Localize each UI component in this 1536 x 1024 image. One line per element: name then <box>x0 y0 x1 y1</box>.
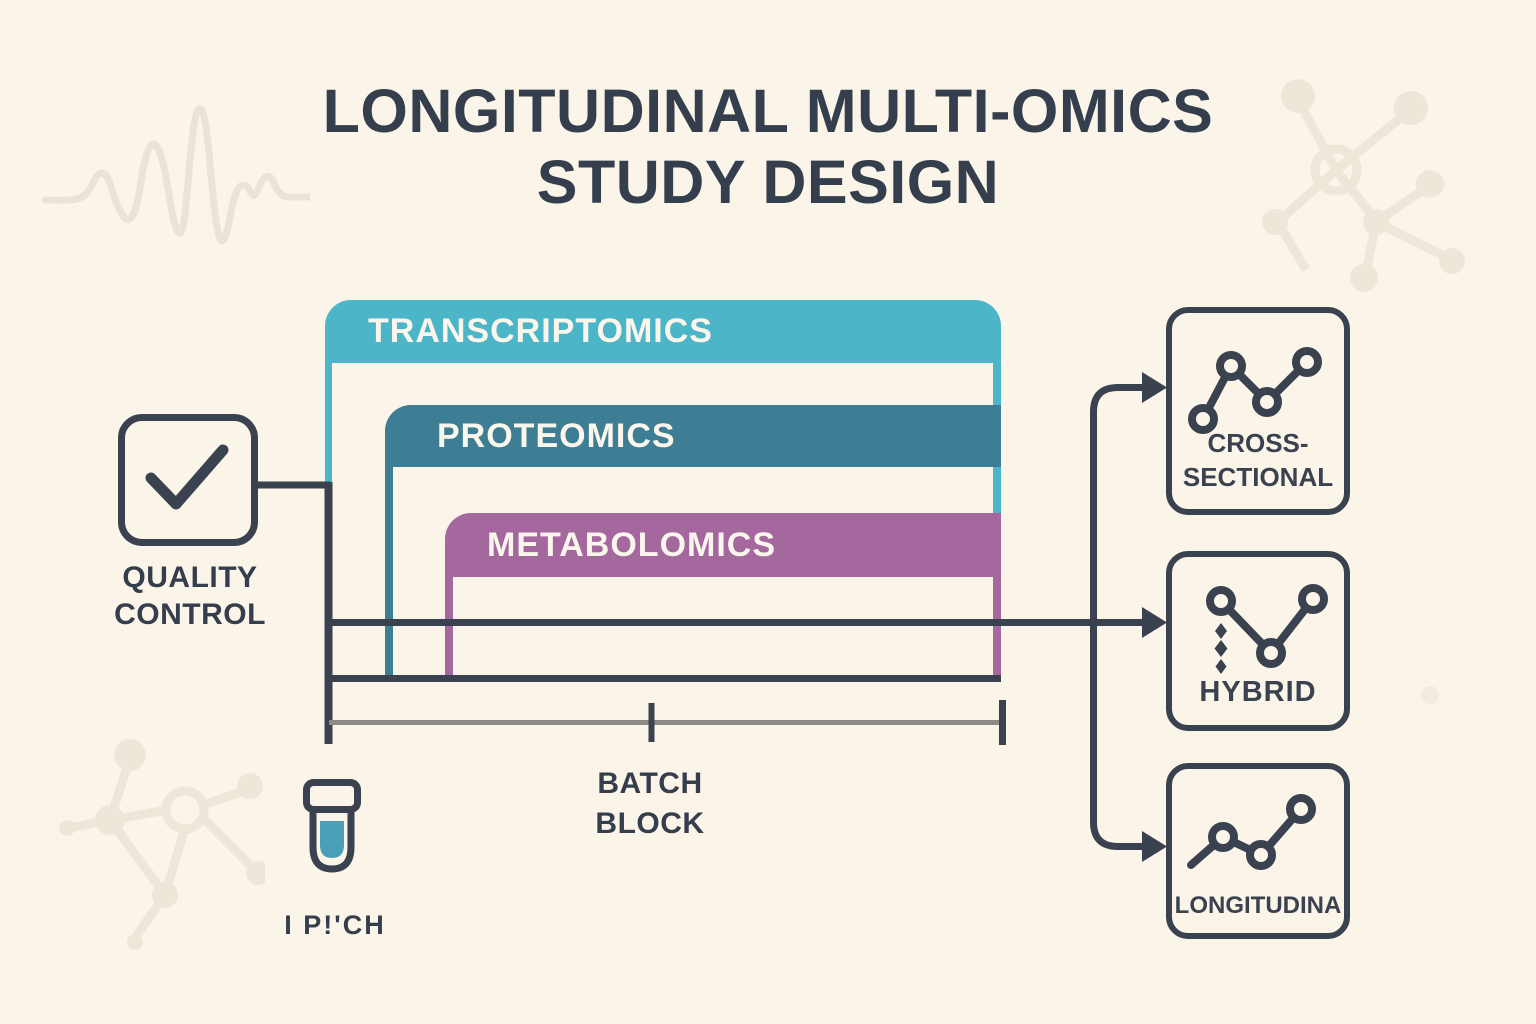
layer-metabolomics-label: METABOLOMICS <box>487 526 777 564</box>
title-line-2: STUDY DESIGN <box>536 148 1000 217</box>
zigzag-line-chart-icon <box>1188 347 1322 434</box>
batch-block-label: BATCH BLOCK <box>540 764 760 843</box>
hybrid-line-chart-icon <box>1206 584 1328 674</box>
design-label-hybrid: HYBRID <box>1199 676 1317 708</box>
quality-control-box <box>118 414 258 546</box>
design-box-hybrid: HYBRID <box>1166 551 1350 731</box>
design-label-longitudinal: LONGITUDINA <box>1174 892 1342 920</box>
layer-proteomics: PROTEOMICS <box>385 405 1001 467</box>
test-tube-icon <box>303 779 361 873</box>
batch-block-line-1: BATCH <box>597 767 703 800</box>
layer-metabolomics: METABOLOMICS <box>445 513 1001 577</box>
checkmark-icon <box>145 444 229 510</box>
batch-block-line-2: BLOCK <box>595 806 705 840</box>
design-label-cross-sectional: CROSS- SECTIONAL <box>1182 428 1334 493</box>
quality-control-label-line-1: QUALITY <box>122 561 258 594</box>
dot-decoration <box>1421 686 1439 704</box>
layer-proteomics-label: PROTEOMICS <box>437 417 676 455</box>
design-box-longitudinal: LONGITUDINA <box>1166 763 1350 939</box>
quality-control-label: QUALITY CONTROL <box>70 560 310 633</box>
design-box-cross-sectional: CROSS- SECTIONAL <box>1166 307 1350 515</box>
layer-transcriptomics-label: TRANSCRIPTOMICS <box>368 312 713 350</box>
layer-transcriptomics: TRANSCRIPTOMICS <box>325 300 1001 363</box>
page-title: LONGITUDINAL MULTI-OMICS STUDY DESIGN <box>0 76 1536 219</box>
title-line-1: LONGITUDINAL MULTI-OMICS <box>322 77 1214 145</box>
layer-transcriptomics-left-edge <box>325 362 332 484</box>
ecg-pulse-decoration <box>41 105 310 245</box>
quality-control-label-line-2: CONTROL <box>114 597 266 631</box>
molecule-decoration-top-right <box>1262 79 1465 292</box>
molecule-decoration-bottom-left <box>59 739 265 950</box>
trend-line-chart-icon <box>1187 794 1316 870</box>
layer-proteomics-left-edge <box>385 466 393 676</box>
sample-caption: I P!'CH <box>284 910 386 940</box>
